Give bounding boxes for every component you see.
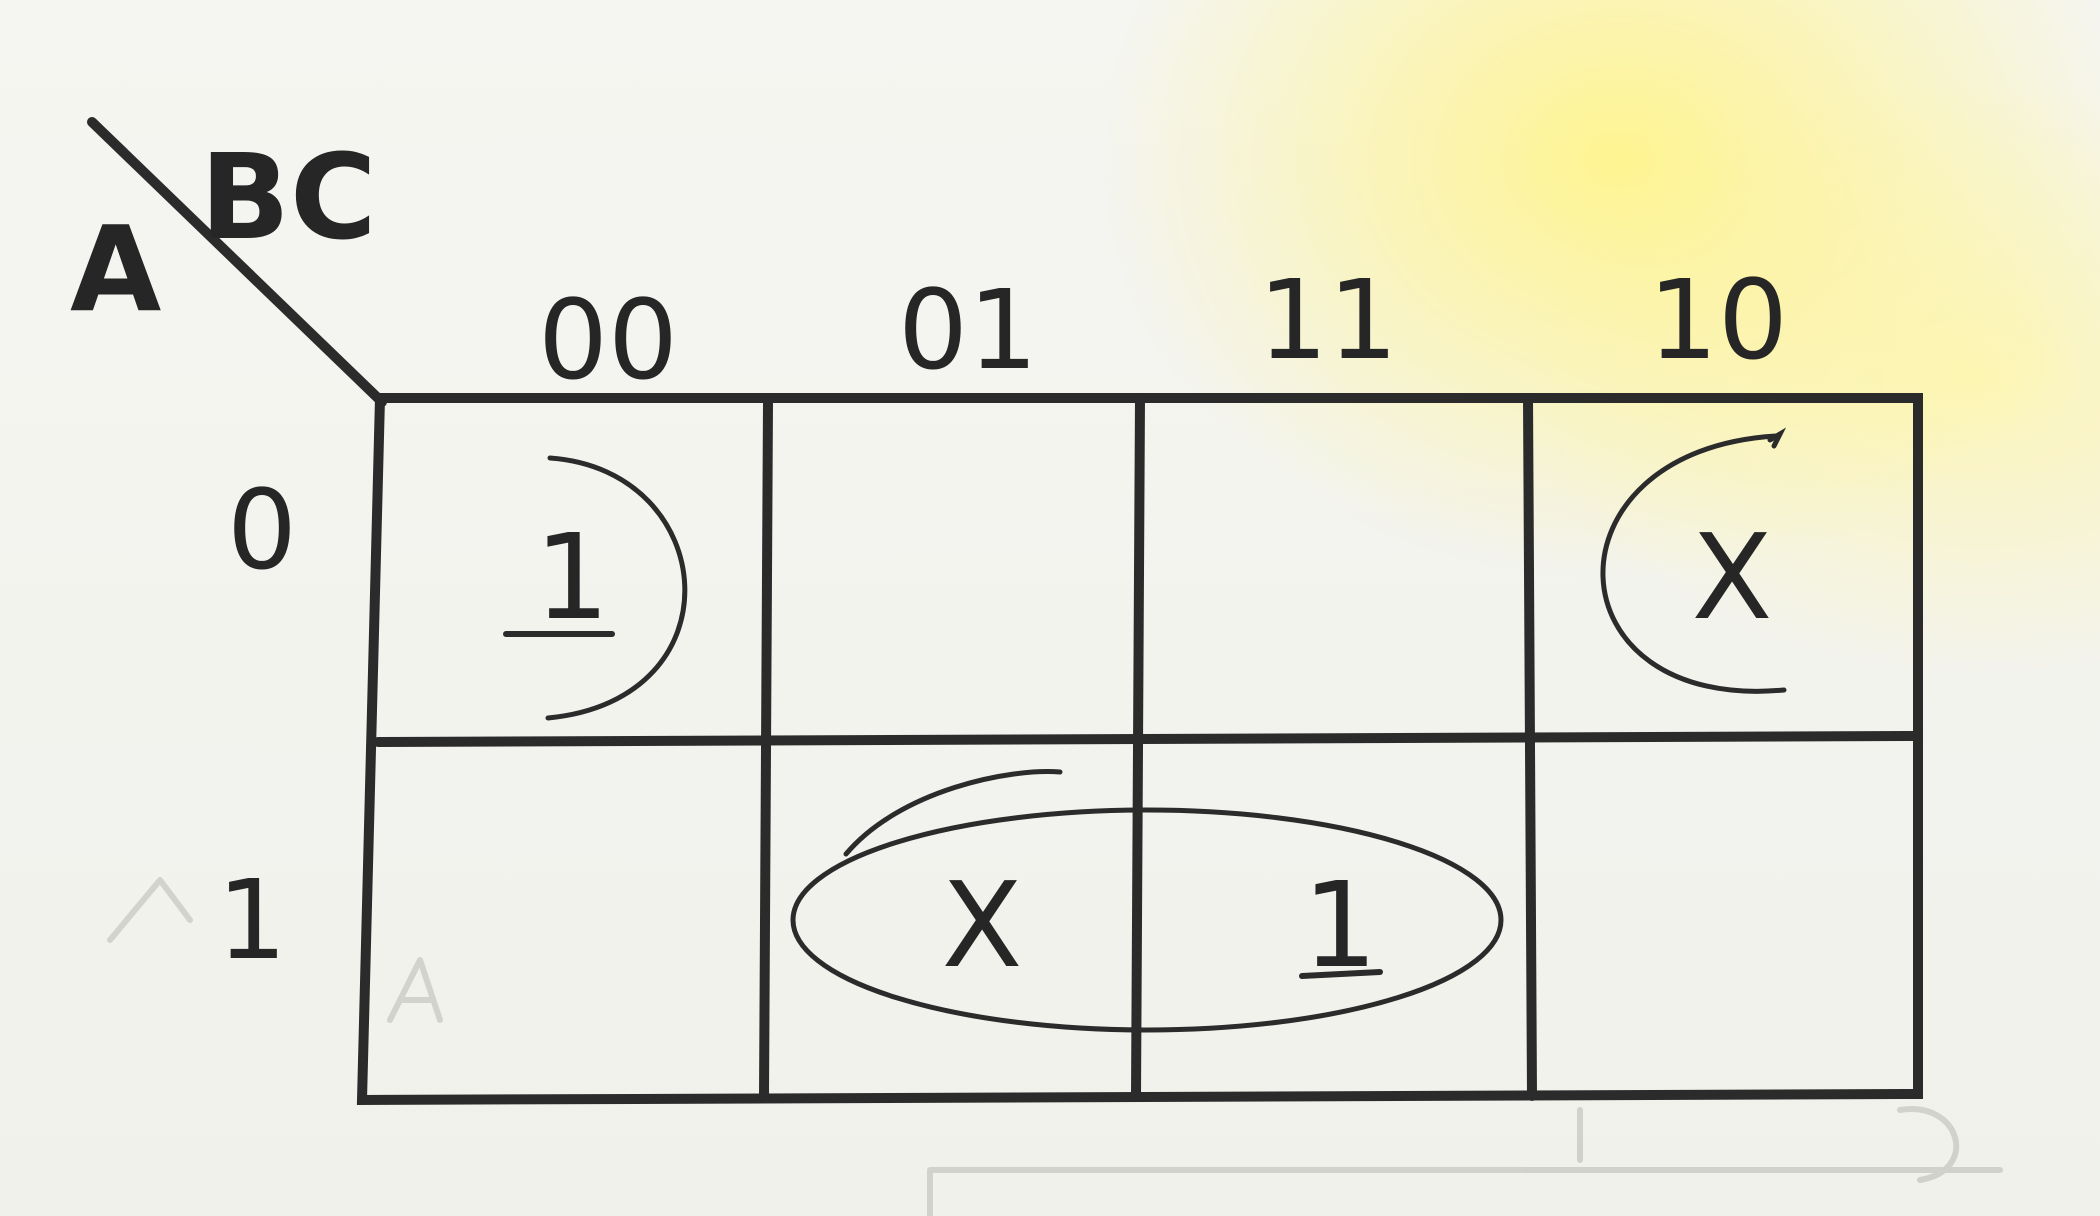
- column-header-11: 11: [1258, 256, 1398, 384]
- cell-r0-c00: 1: [534, 508, 609, 646]
- bleed-through-stroke-4: [1577, 1106, 1960, 1183]
- one-underline-r1: [1299, 969, 1383, 979]
- cell-r0-c10: X: [1692, 508, 1773, 646]
- grid-column-divider-2: [1131, 393, 1145, 1101]
- column-headers: 00 01 11 10: [538, 256, 1788, 404]
- implicant-groupings: [545, 427, 1787, 1033]
- row-header-1: 1: [217, 856, 287, 984]
- kmap-grid: [356, 393, 1923, 1106]
- wraparound-group-right-arc: [1600, 433, 1787, 694]
- bleed-through-marks: [107, 877, 2003, 1216]
- wraparound-group-arrow-tip: [1767, 427, 1787, 449]
- cell-values: 1 X X 1: [534, 508, 1772, 994]
- grid-border: [356, 393, 1923, 1106]
- bleed-through-stroke-1: [107, 877, 193, 943]
- grid-row-divider: [373, 731, 1923, 747]
- bleed-through-stroke-3: [927, 1167, 2003, 1216]
- grid-column-divider-3: [1523, 393, 1537, 1101]
- column-variables-label: BC: [200, 128, 377, 266]
- bleed-through-stroke-2: [387, 957, 443, 1023]
- row-variable-label: A: [70, 200, 161, 338]
- corner-diagonal: [87, 117, 387, 407]
- wraparound-group-left-arc: [545, 455, 688, 721]
- column-header-00: 00: [538, 276, 678, 404]
- grid-column-divider-1: [759, 397, 773, 1101]
- column-header-01: 01: [898, 266, 1038, 394]
- row-headers: 0 1: [217, 466, 297, 984]
- cell-r1-c01: X: [942, 856, 1023, 994]
- group-x-and-one-loop-tail: [843, 769, 1063, 857]
- group-x-and-one-loop: [790, 807, 1504, 1033]
- column-header-10: 10: [1648, 256, 1788, 384]
- row-header-0: 0: [227, 466, 297, 594]
